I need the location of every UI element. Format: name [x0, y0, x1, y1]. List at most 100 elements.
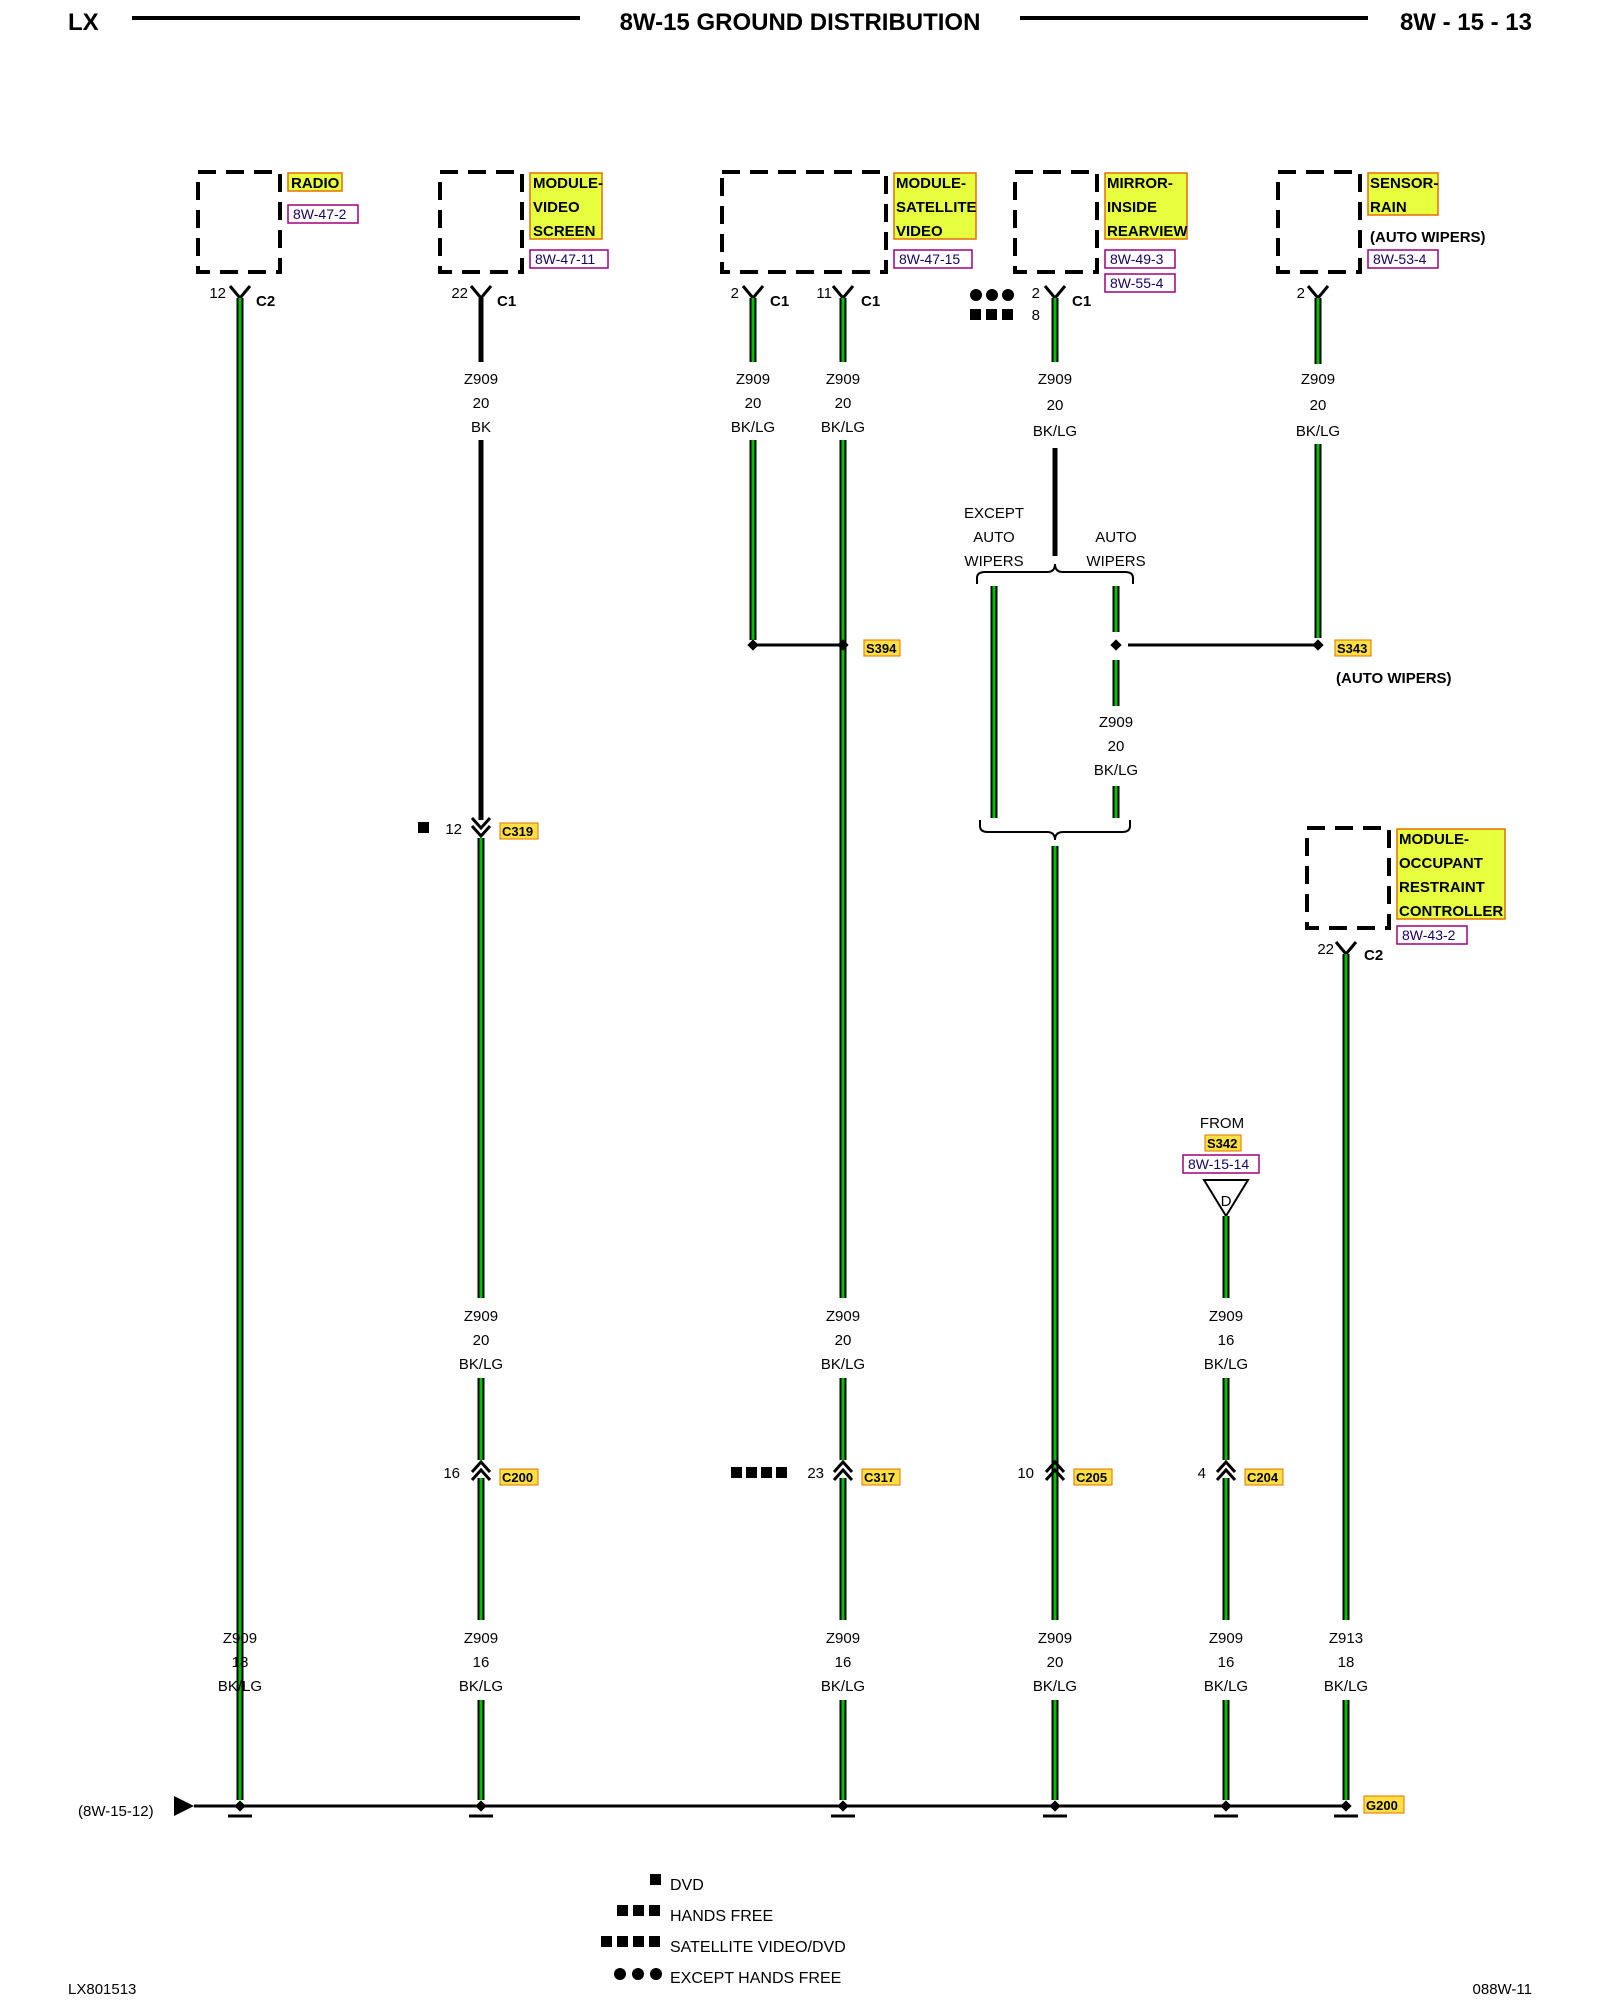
svg-text:Z909: Z909	[1038, 371, 1072, 388]
wire-label-video-screen-bottom: Z909 16 BK/LG	[459, 1630, 503, 1695]
svg-text:Z909: Z909	[1038, 1630, 1072, 1647]
wire-mirror	[976, 284, 1318, 1800]
svg-text:Z909: Z909	[826, 1630, 860, 1647]
wire-label-mirror-bottom: Z909 20 BK/LG	[1033, 1630, 1077, 1695]
splice-s342[interactable]: S342	[1207, 1136, 1237, 1151]
svg-text:C205: C205	[1076, 1470, 1107, 1485]
svg-text:BK: BK	[471, 419, 491, 436]
mirror-connector: C1	[1072, 293, 1091, 310]
svg-text:20: 20	[1047, 397, 1064, 414]
svg-text:23: 23	[807, 1465, 824, 1482]
sensor-rain-component: SENSOR- RAIN (AUTO WIPERS) 8W-53-4 2	[1276, 170, 1486, 302]
legend-except-hands-free: EXCEPT HANDS FREE	[614, 1968, 841, 1987]
mirror-pin-a: 2	[1032, 285, 1040, 302]
s342-ref[interactable]: 8W-15-14	[1188, 1156, 1249, 1172]
legend-satellite-video-dvd: SATELLITE VIDEO/DVD	[601, 1936, 846, 1956]
svg-text:16: 16	[1218, 1332, 1235, 1349]
occupant-label-1: MODULE-	[1399, 831, 1469, 848]
mirror-pin-b: 8	[1032, 307, 1040, 324]
mirror-label-1: MIRROR-	[1107, 175, 1173, 192]
video-screen-ref[interactable]: 8W-47-11	[535, 251, 595, 267]
page-number: 8W - 15 - 13	[1400, 9, 1532, 36]
wire-label-sensor-rain-top: Z909 20 BK/LG	[1296, 371, 1340, 440]
svg-text:16: 16	[835, 1654, 852, 1671]
sensor-rain-pin: 2	[1297, 285, 1305, 302]
radio-label: RADIO	[291, 175, 340, 192]
satellite-video-label-1: MODULE-	[896, 175, 966, 192]
svg-text:16: 16	[473, 1654, 490, 1671]
svg-text:20: 20	[835, 1332, 852, 1349]
wire-label-s342-bottom: Z909 16 BK/LG	[1204, 1630, 1248, 1695]
svg-text:BK/LG: BK/LG	[1033, 423, 1077, 440]
svg-text:16: 16	[443, 1465, 460, 1482]
footer-right: 088W-11	[1473, 1981, 1532, 1998]
video-screen-pin: 22	[451, 285, 468, 302]
occupant-label-2: OCCUPANT	[1399, 855, 1483, 872]
dvd-icon	[418, 822, 429, 833]
satellite-video-label-2: SATELLITE	[896, 199, 977, 216]
wire-label-occupant-bottom: Z913 18 BK/LG	[1324, 1630, 1368, 1695]
s342-from: FROM	[1200, 1115, 1244, 1132]
svg-text:SATELLITE VIDEO/DVD: SATELLITE VIDEO/DVD	[670, 1939, 846, 1956]
svg-text:20: 20	[473, 1332, 490, 1349]
option-except-auto-wipers: EXCEPT AUTO WIPERS	[964, 505, 1024, 570]
mirror-ref-1[interactable]: 8W-49-3	[1110, 251, 1164, 267]
header-left: LX	[68, 9, 99, 36]
radio-component: RADIO 8W-47-2 12 C2	[196, 170, 359, 310]
svg-text:16: 16	[1218, 1654, 1235, 1671]
wire-s342	[1202, 1179, 1250, 1800]
footer-left: LX801513	[68, 1981, 136, 1998]
occupant-restraint-component: MODULE- OCCUPANT RESTRAINT CONTROLLER 8W…	[1305, 826, 1506, 964]
svg-text:AUTO: AUTO	[973, 529, 1014, 546]
wire-label-satellite-bottom: Z909 16 BK/LG	[821, 1630, 865, 1695]
splice-s343[interactable]: S343	[1337, 641, 1367, 656]
legend-hands-free: HANDS FREE	[617, 1905, 773, 1925]
svg-text:20: 20	[745, 395, 762, 412]
hands-free-legend-icon	[617, 1905, 660, 1916]
svg-text:4: 4	[1198, 1465, 1206, 1482]
hands-free-icon	[970, 309, 1013, 320]
svg-text:20: 20	[1310, 397, 1327, 414]
satellite-video-ref[interactable]: 8W-47-15	[899, 251, 960, 267]
connector-c204: 4 C204	[1198, 1460, 1284, 1486]
ground-from-ref: (8W-15-12)	[78, 1803, 154, 1820]
mirror-component: MIRROR- INSIDE REARVIEW 8W-49-3 8W-55-4 …	[970, 170, 1188, 324]
splice-s394[interactable]: S394	[866, 641, 897, 656]
radio-ref[interactable]: 8W-47-2	[293, 206, 347, 222]
occupant-ref[interactable]: 8W-43-2	[1402, 927, 1456, 943]
connector-c317: 23 C317	[731, 1460, 901, 1486]
satellite-video-pin-a: 2	[731, 285, 739, 302]
svg-text:EXCEPT: EXCEPT	[964, 505, 1024, 522]
connector-c319: 12 C319	[418, 816, 539, 840]
occupant-label-3: RESTRAINT	[1399, 879, 1485, 896]
svg-text:Z909: Z909	[826, 371, 860, 388]
svg-text:C204: C204	[1247, 1470, 1279, 1485]
s343-note: (AUTO WIPERS)	[1336, 670, 1452, 687]
legend-dvd: DVD	[650, 1874, 704, 1894]
svg-text:BK/LG: BK/LG	[218, 1678, 262, 1695]
svg-text:20: 20	[1108, 738, 1125, 755]
svg-text:18: 18	[1338, 1654, 1355, 1671]
svg-text:20: 20	[1047, 1654, 1064, 1671]
occupant-label-4: CONTROLLER	[1399, 903, 1503, 920]
video-screen-label-1: MODULE-	[533, 175, 603, 192]
svg-text:Z909: Z909	[464, 1308, 498, 1325]
wire-satellite-b	[831, 284, 855, 1800]
svg-text:Z909: Z909	[1099, 714, 1133, 731]
ground-g200[interactable]: G200	[1366, 1798, 1398, 1813]
svg-text:12: 12	[445, 821, 462, 838]
wire-label-radio-bottom: Z909 18 BK/LG	[218, 1630, 262, 1695]
svg-text:Z909: Z909	[1209, 1308, 1243, 1325]
radio-pin: 12	[209, 285, 226, 302]
wire-label-auto-wipers: Z909 20 BK/LG	[1094, 714, 1138, 779]
mirror-ref-2[interactable]: 8W-55-4	[1110, 275, 1164, 291]
s342-symbol: D	[1221, 1193, 1232, 1210]
satellite-video-pin-b: 11	[816, 285, 832, 302]
svg-text:Z909: Z909	[736, 371, 770, 388]
svg-text:10: 10	[1017, 1465, 1034, 1482]
wire-label-video-screen-top: Z909 20 BK	[464, 371, 498, 436]
svg-text:BK/LG: BK/LG	[1296, 423, 1340, 440]
sensor-rain-ref[interactable]: 8W-53-4	[1373, 251, 1427, 267]
wire-video-screen	[469, 284, 493, 1800]
satellite-video-dvd-legend-icon	[601, 1936, 660, 1947]
